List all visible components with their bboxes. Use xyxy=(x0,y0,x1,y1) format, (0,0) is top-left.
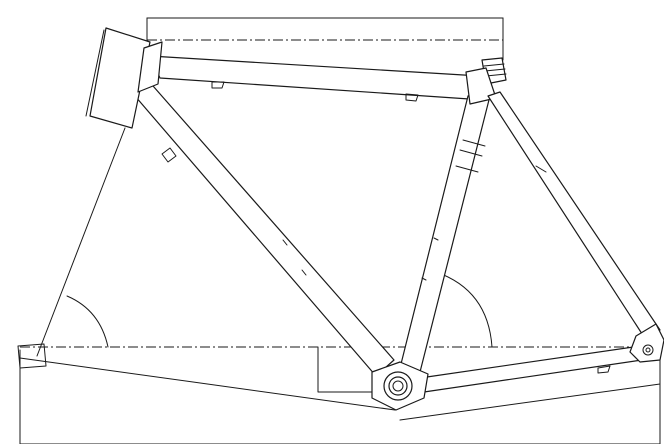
dimension-f xyxy=(317,346,393,393)
top-tube xyxy=(149,55,485,102)
seat-tube xyxy=(399,87,493,373)
construction-lines xyxy=(19,127,661,444)
dimension-fc xyxy=(19,357,396,411)
rear-dropout xyxy=(629,323,664,363)
seat-stay xyxy=(487,91,661,341)
down-tube xyxy=(134,77,395,377)
chain-stay xyxy=(419,345,643,393)
dimension-h xyxy=(85,29,105,117)
dimension-b xyxy=(66,295,109,348)
seat-cluster xyxy=(465,57,507,105)
head-tube xyxy=(89,27,163,129)
dimension-g xyxy=(17,343,47,369)
bottom-bracket xyxy=(371,361,429,411)
dimension-c xyxy=(435,271,493,348)
dimension-e xyxy=(399,383,661,421)
dimension-a xyxy=(146,17,504,61)
